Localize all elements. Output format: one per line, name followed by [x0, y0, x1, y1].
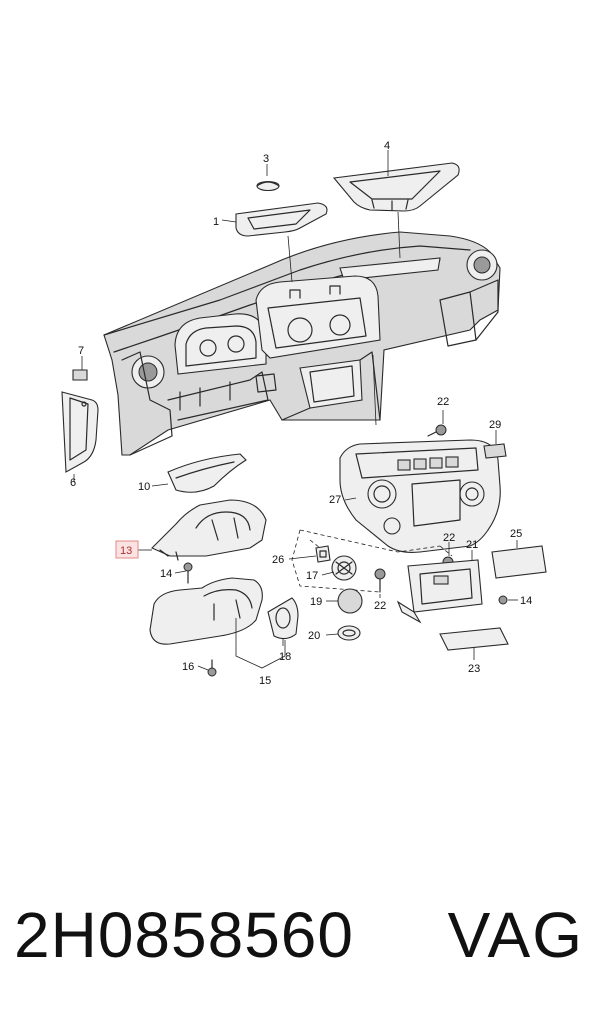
- callout-7: 7: [78, 345, 84, 357]
- part-7-clip: [72, 369, 88, 381]
- callout-13: 13: [120, 545, 132, 557]
- part-16-screw: [207, 659, 217, 677]
- callout-19: 19: [310, 596, 322, 608]
- part-14-screw-left: [183, 562, 193, 584]
- brand-name: VAG: [447, 899, 584, 971]
- callout-27: 27: [329, 494, 341, 506]
- part-20-ring: [337, 625, 361, 641]
- callout-22-low: 22: [374, 600, 386, 612]
- callout-21: 21: [466, 539, 478, 551]
- part-10-strip: [167, 453, 247, 493]
- callout-labels: 3 1 4 7 6 10 13 14 16 15 18 26 17 19 20 …: [70, 140, 532, 687]
- callout-17: 17: [306, 570, 318, 582]
- part-6-side-panel: [61, 391, 99, 473]
- part-number: 2H0858560: [14, 899, 354, 971]
- callout-29: 29: [489, 419, 501, 431]
- callout-22-top: 22: [437, 396, 449, 408]
- part-17-knob-gear: [331, 555, 357, 581]
- callout-3: 3: [263, 153, 269, 165]
- part-1-frame: [235, 202, 328, 237]
- callout-23: 23: [468, 663, 480, 675]
- callout-10: 10: [138, 481, 150, 493]
- part-29-plate: [483, 443, 507, 459]
- callout-26: 26: [272, 554, 284, 566]
- part-26-switch: [315, 545, 331, 563]
- callout-4: 4: [384, 140, 390, 152]
- exploded-parts-diagram: 3 1 4 7 6 10 13 14 16 15 18 26 17 19 20 …: [61, 140, 547, 687]
- part-14-screw-right: [498, 595, 508, 605]
- part-25-plate: [491, 545, 547, 579]
- leader-lines: [73, 150, 518, 671]
- callout-25: 25: [510, 528, 522, 540]
- part-4-top-trim: [332, 162, 460, 212]
- part-23-mat: [439, 627, 509, 651]
- callout-20: 20: [308, 630, 320, 642]
- assembly-dashed-outline: [291, 529, 453, 593]
- part-22-screw-top: [427, 424, 447, 437]
- part-18-ring-trim: [267, 597, 299, 640]
- callout-18: 18: [279, 651, 291, 663]
- part-21-radio-frame: [396, 559, 483, 624]
- callout-16: 16: [182, 661, 194, 673]
- callout-6: 6: [70, 477, 76, 489]
- part-22-screw-low: [374, 568, 386, 593]
- callout-13-highlight-box: [115, 540, 139, 559]
- callout-14-right: 14: [520, 595, 532, 607]
- callout-1: 1: [213, 216, 219, 228]
- dashboard-main-body: [103, 211, 501, 456]
- part-27-center-bezel: [339, 439, 501, 553]
- callout-22-mid: 22: [443, 532, 455, 544]
- part-19-cap: [337, 588, 363, 614]
- callout-15: 15: [259, 675, 271, 687]
- part-3-cap: [256, 180, 280, 192]
- callout-14-left: 14: [160, 568, 172, 580]
- part-15-lower-cover: [149, 577, 286, 669]
- footer: 2H0858560 VAG: [0, 885, 600, 995]
- part-13-steering-column-cover: [151, 499, 267, 561]
